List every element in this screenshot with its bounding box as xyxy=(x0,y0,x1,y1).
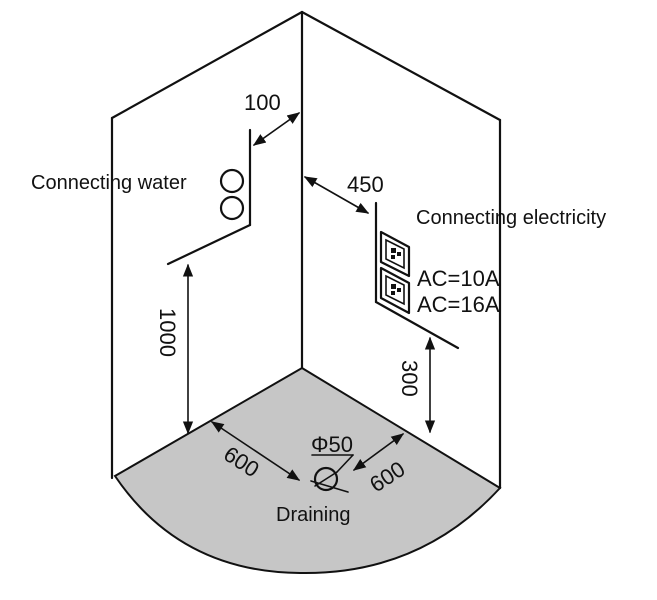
label-connecting-water: Connecting water xyxy=(31,172,187,194)
water-connection xyxy=(166,128,252,266)
dimension-arrow-drain-right xyxy=(352,433,405,471)
electric-connection xyxy=(374,201,460,350)
water-inlet-top-icon xyxy=(219,168,245,194)
dimension-electric-offset: 450 xyxy=(347,172,384,197)
label-draining: Draining xyxy=(276,504,350,526)
drain xyxy=(310,454,354,493)
wall-outline xyxy=(110,10,502,490)
socket-10a-icon xyxy=(379,230,411,278)
label-ac-10a: AC=10A xyxy=(417,266,500,291)
water-inlet-bottom-icon xyxy=(219,195,245,221)
dimension-water-offset: 100 xyxy=(244,90,281,115)
dimension-drain-diameter: Φ50 xyxy=(311,432,353,457)
socket-16a-icon xyxy=(379,266,411,315)
drain-icon xyxy=(313,466,339,492)
dimension-water-height: 1000 xyxy=(155,308,180,357)
dimension-electric-height: 300 xyxy=(397,360,422,397)
label-ac-16a: AC=16A xyxy=(417,292,500,317)
dimension-arrow-electric-offset xyxy=(303,176,370,214)
dimension-arrow-water-offset xyxy=(252,112,301,146)
shower-tray-floor xyxy=(113,366,502,575)
label-connecting-electricity: Connecting electricity xyxy=(416,207,606,229)
dimension-arrow-drain-left xyxy=(210,421,301,481)
